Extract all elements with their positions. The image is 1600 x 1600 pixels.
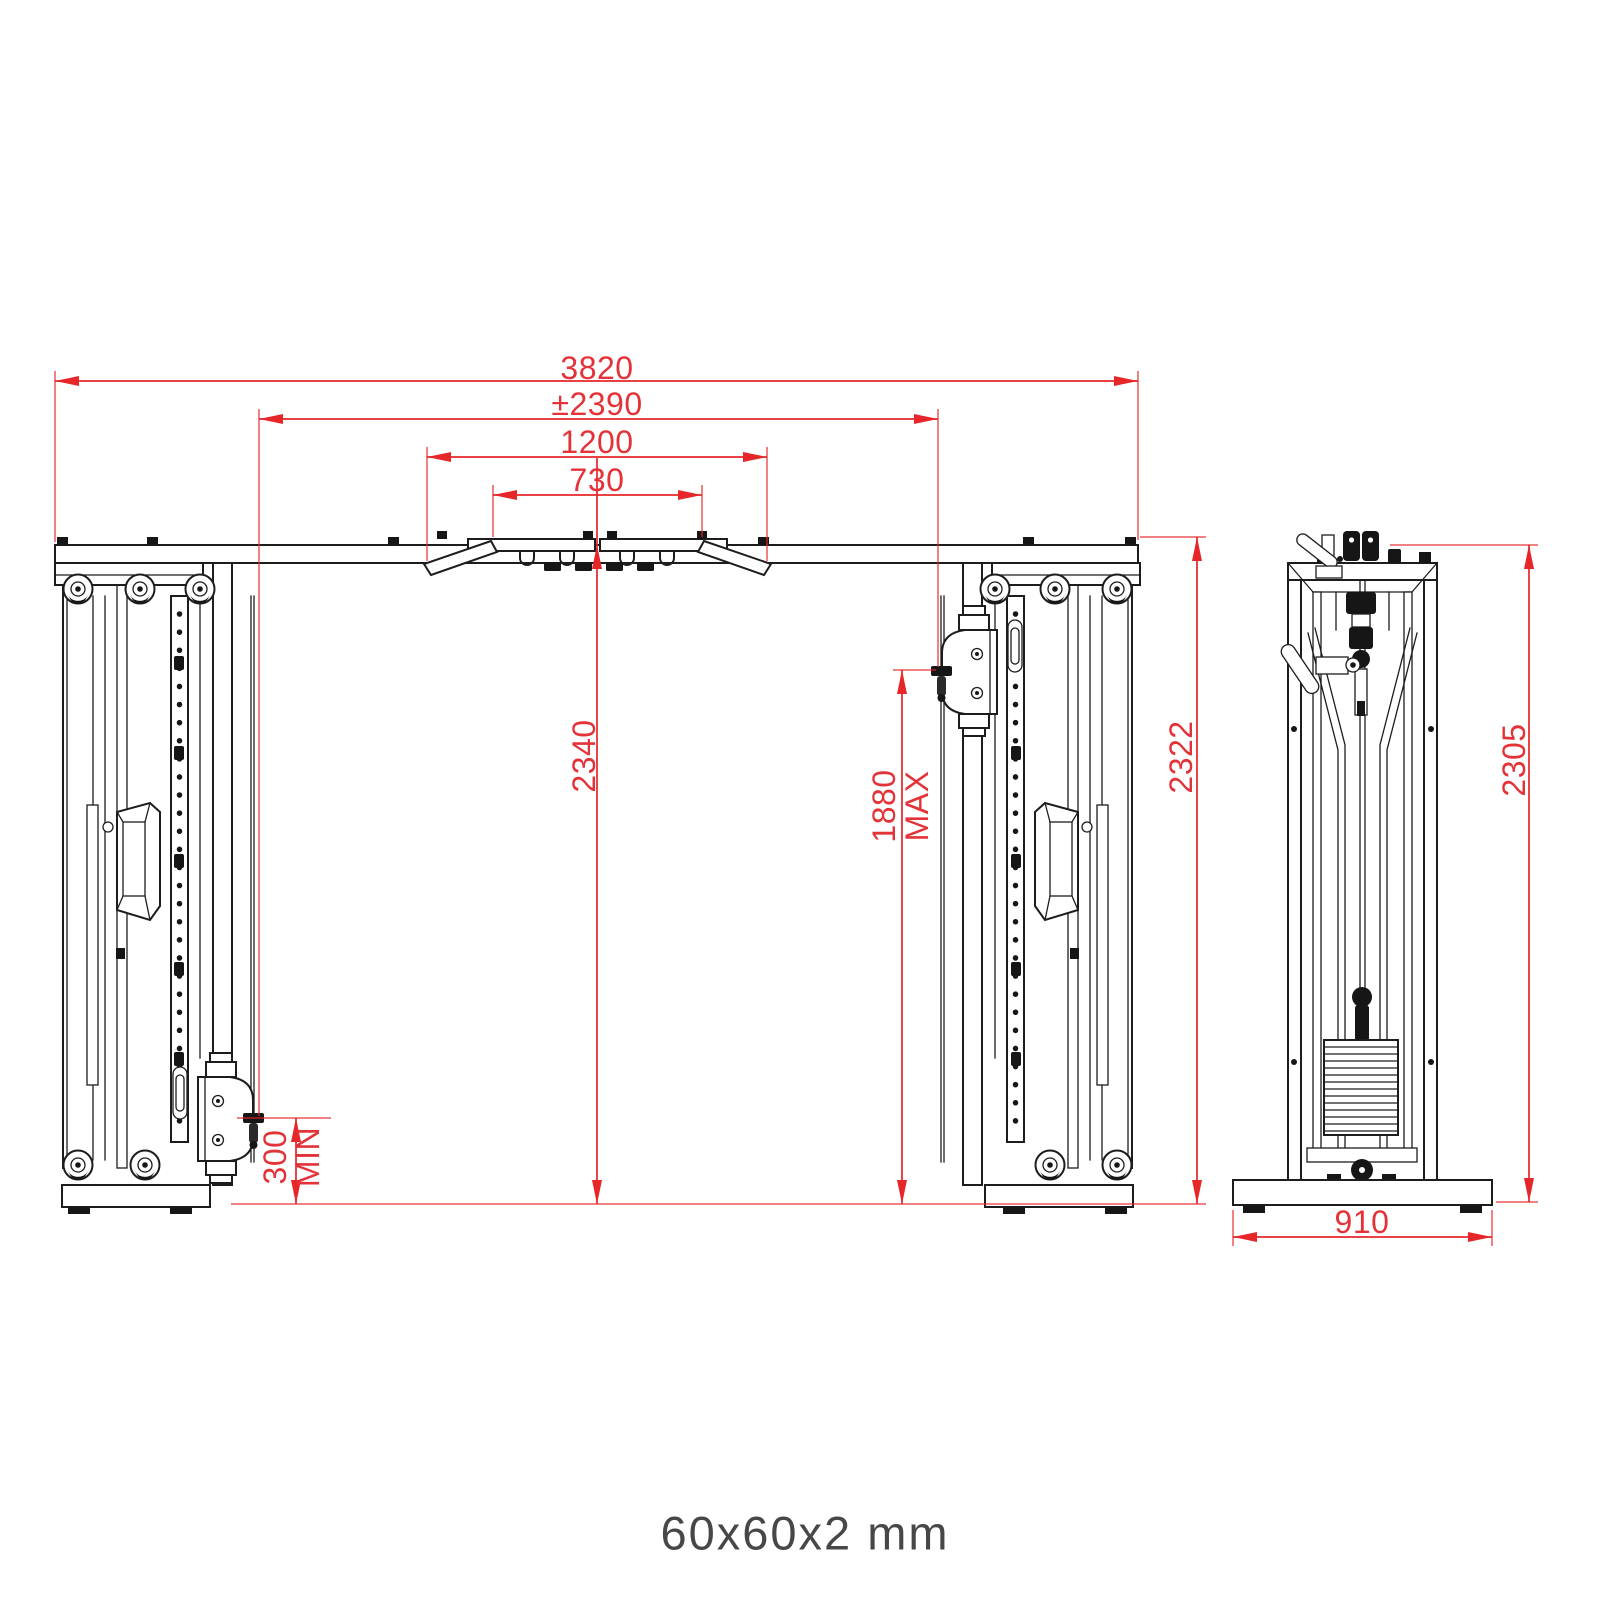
dim-pulley-span: ±2390 (258, 386, 939, 1116)
dim-pulley-span-label: ±2390 (551, 386, 642, 422)
dim-side-total-height-label: 2305 (1496, 723, 1532, 796)
dim-handle-max-height-label: 1880 (866, 769, 902, 842)
dim-total-width-label: 3820 (560, 350, 633, 386)
dim-handle-max-suffix-label: MAX (899, 771, 935, 842)
weight-stack (1323, 987, 1399, 1136)
dim-base-depth: 910 (1232, 1204, 1493, 1246)
tube-profile-caption: 60x60x2 mm (660, 1507, 949, 1560)
dim-handle-max-height: 1880 MAX (866, 669, 936, 1204)
dim-center-section-width-label: 1200 (560, 424, 633, 460)
dim-front-total-height-label: 2322 (1163, 720, 1199, 793)
left-brace (422, 539, 499, 577)
dim-side-total-height: 2305 (1390, 544, 1538, 1203)
grip-loop (519, 550, 535, 566)
dim-handle-min-height-label: 300 (257, 1130, 293, 1185)
dim-center-section-width: 1200 (426, 424, 768, 561)
side-base (1232, 1179, 1493, 1206)
dim-handle-min-suffix-label: MIN (290, 1127, 326, 1187)
dim-beam-underside-height-label: 2340 (566, 719, 602, 792)
grip-loop (619, 550, 635, 566)
grip-loop (659, 550, 675, 566)
dim-beam-underside-height: 2340 (566, 458, 602, 1204)
dim-front-total-height: 2322 (1140, 536, 1206, 1204)
right-brace (696, 539, 773, 577)
grip-loop (559, 550, 575, 566)
dim-handle-min-height: 300 MIN (237, 1117, 331, 1204)
dim-base-depth-label: 910 (1335, 1204, 1390, 1240)
dim-total-width: 3820 (54, 350, 1139, 542)
handle-attachment (1280, 636, 1367, 695)
dimension-annotations: 3820 ±2390 1200 730 (54, 350, 1538, 1246)
side-view (1232, 531, 1493, 1213)
